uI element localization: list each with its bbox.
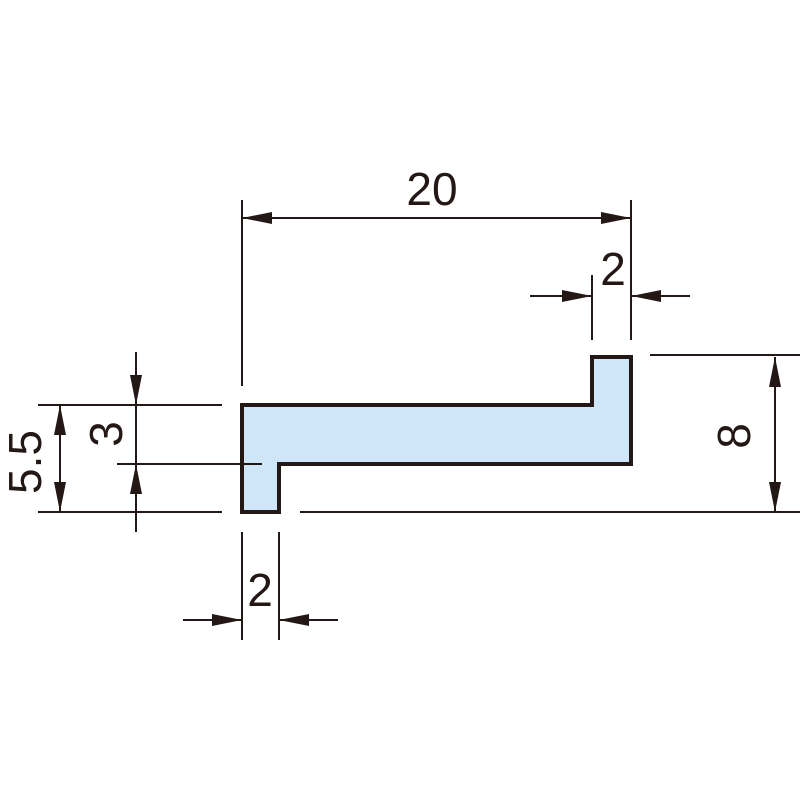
dimension-label-top-lip: 2 xyxy=(600,243,626,295)
dimension-label-bottom-foot: 2 xyxy=(247,564,273,616)
profile-cross-section xyxy=(240,355,633,514)
dimension-overall-width: 20 xyxy=(242,163,631,224)
dimension-top-lip: 2 xyxy=(530,243,690,302)
dimension-label-height-left: 5.5 xyxy=(0,430,51,494)
dimension-height-right: 8 xyxy=(708,357,781,512)
dimension-label-height-right: 8 xyxy=(708,423,760,449)
dimension-body-height: 3 xyxy=(80,352,142,532)
dimension-label-body-height: 3 xyxy=(80,421,132,447)
dimension-label-overall-width: 20 xyxy=(406,163,457,215)
dimension-height-left: 5.5 xyxy=(0,405,66,512)
dimension-bottom-foot: 2 xyxy=(183,564,338,626)
